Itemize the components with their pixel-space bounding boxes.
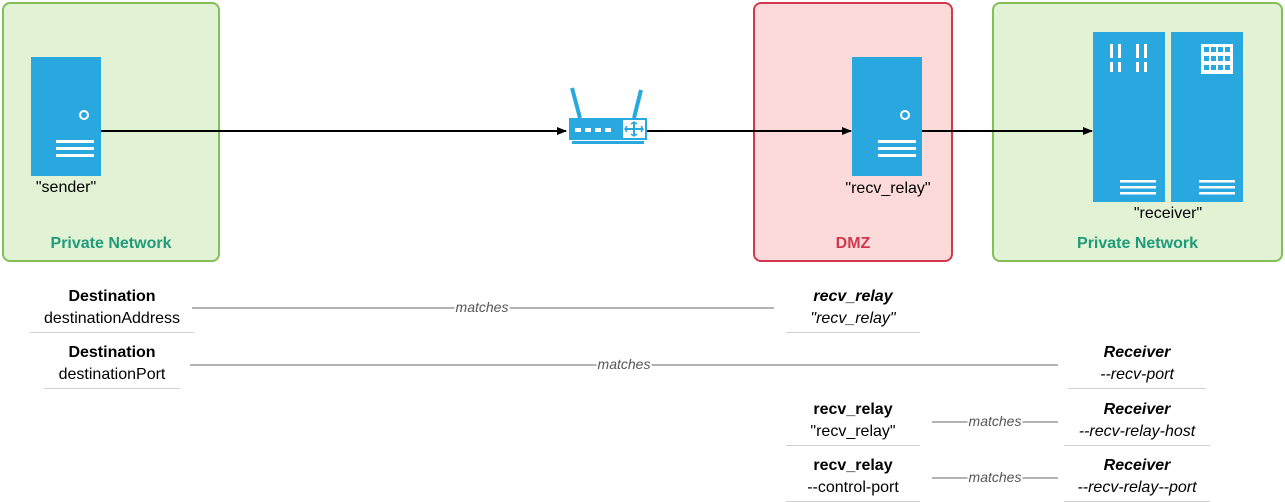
relay-server-icon: [852, 57, 922, 176]
mapping-relation-1: matches: [454, 299, 510, 315]
mapping-title: Destination: [68, 288, 156, 305]
mapping-title: Destination: [68, 344, 156, 361]
router-icon: [569, 87, 647, 144]
mapping-relation-3: matches: [967, 413, 1023, 429]
mapping-title: recv_relay: [813, 401, 893, 418]
zone-label: Private Network: [1077, 235, 1198, 252]
sender-label: "sender": [35, 179, 97, 196]
mapping-value: --recv-relay--port: [1064, 477, 1210, 502]
mapping-right-2: Receiver --recv-port: [1068, 342, 1206, 389]
mapping-right-3: Receiver --recv-relay-host: [1064, 399, 1210, 446]
mapping-value: --recv-port: [1068, 364, 1206, 389]
mapping-value: --recv-relay-host: [1064, 421, 1210, 446]
mapping-right-4: Receiver --recv-relay--port: [1064, 455, 1210, 502]
zone-label: DMZ: [835, 235, 871, 252]
sender-server-icon: [31, 57, 101, 176]
zone-label: Private Network: [50, 235, 172, 252]
mapping-left-1: Destination destinationAddress: [30, 286, 194, 333]
mapping-title: recv_relay: [813, 288, 893, 305]
receiver-label: "receiver": [1133, 205, 1203, 222]
mapping-title: Receiver: [1103, 344, 1171, 361]
mapping-relation-2: matches: [596, 356, 652, 372]
mapping-value: "recv_relay": [786, 421, 920, 446]
receiver-rack-icon: [1093, 32, 1243, 202]
mapping-value: "recv_relay": [786, 308, 920, 333]
mapping-title: Receiver: [1103, 401, 1171, 418]
mapping-left-4: recv_relay --control-port: [786, 455, 920, 502]
mapping-relation-4: matches: [967, 469, 1023, 485]
mapping-value: --control-port: [786, 477, 920, 502]
mapping-left-2: Destination destinationPort: [44, 342, 180, 389]
mapping-value: destinationPort: [44, 364, 180, 389]
relay-label: "recv_relay": [845, 180, 931, 197]
mapping-right-1: recv_relay "recv_relay": [786, 286, 920, 333]
mapping-value: destinationAddress: [30, 308, 194, 333]
mapping-title: recv_relay: [813, 457, 893, 474]
mapping-left-3: recv_relay "recv_relay": [786, 399, 920, 446]
mapping-title: Receiver: [1103, 457, 1171, 474]
